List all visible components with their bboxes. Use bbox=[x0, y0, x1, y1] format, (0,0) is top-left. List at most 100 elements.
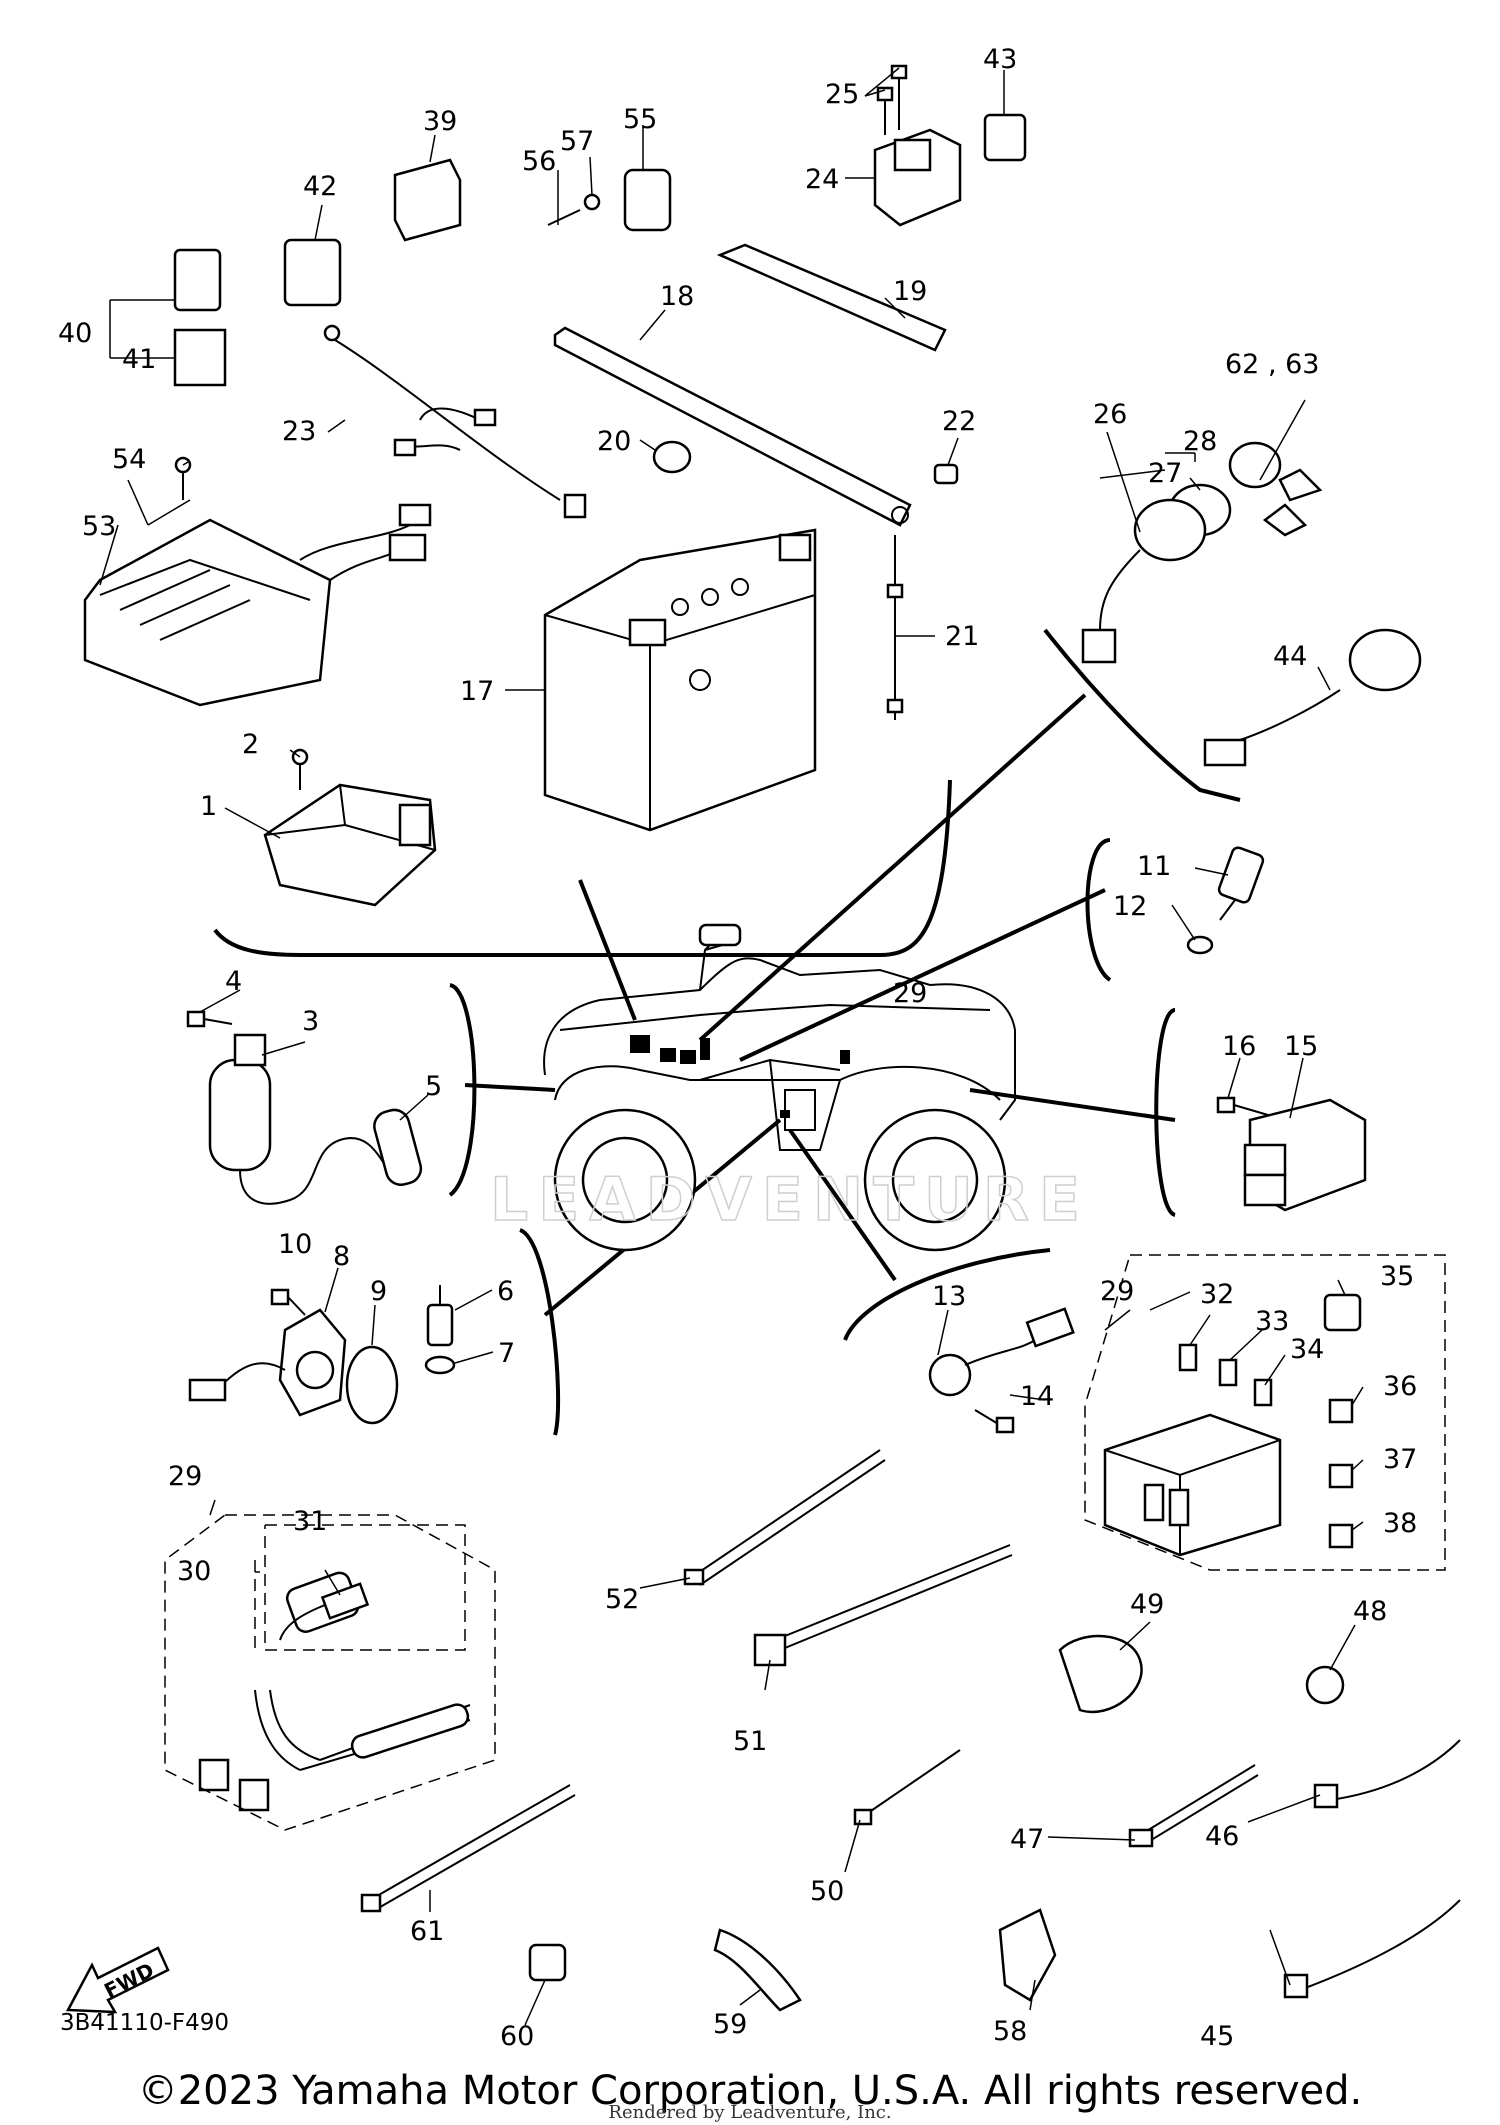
part-o-ring bbox=[345, 1345, 399, 1425]
callout-11: 11 bbox=[1137, 851, 1171, 882]
part-relay-39 bbox=[393, 158, 462, 242]
part-relay-42 bbox=[283, 238, 342, 307]
callout-31: 31 bbox=[293, 1506, 327, 1537]
leader-lines bbox=[99, 67, 1364, 2026]
part-ecu bbox=[263, 783, 437, 907]
callout-39: 39 bbox=[423, 106, 457, 137]
callout-42: 42 bbox=[303, 171, 337, 202]
part-bolt-4 bbox=[186, 1010, 233, 1028]
callout-33: 33 bbox=[1255, 1306, 1289, 1337]
callout-18: 18 bbox=[660, 281, 694, 312]
callout-40: 40 bbox=[58, 318, 92, 349]
part-bolt-14 bbox=[974, 1409, 1015, 1434]
part-fuse-35 bbox=[1323, 1293, 1362, 1332]
part-bolt-10 bbox=[270, 1288, 306, 1316]
callout-27: 27 bbox=[1148, 458, 1182, 489]
callout-50: 50 bbox=[810, 1876, 844, 1907]
callout-32: 32 bbox=[1200, 1279, 1234, 1310]
part-wire-23 bbox=[323, 324, 587, 519]
callout-44: 44 bbox=[1273, 641, 1307, 672]
part-battery-band bbox=[553, 326, 912, 527]
callout-29-fuse-kit: 29 bbox=[1100, 1276, 1134, 1307]
part-washer-57 bbox=[583, 193, 601, 211]
part-cover-40 bbox=[173, 248, 222, 312]
callout-15: 15 bbox=[1284, 1031, 1318, 1062]
part-damper-20 bbox=[652, 440, 692, 474]
callout-41: 41 bbox=[122, 344, 156, 375]
callout-20: 20 bbox=[597, 426, 631, 457]
callout-25: 25 bbox=[825, 79, 859, 110]
part-screw-2 bbox=[291, 748, 309, 790]
callout-2: 2 bbox=[242, 729, 259, 760]
callout-38: 38 bbox=[1383, 1508, 1417, 1539]
callout-17: 17 bbox=[460, 676, 494, 707]
callout-34: 34 bbox=[1290, 1334, 1324, 1365]
part-switch-11 bbox=[1217, 846, 1265, 921]
callout-43: 43 bbox=[983, 44, 1017, 75]
callout-56: 56 bbox=[522, 146, 556, 177]
fwd-arrow: FWD bbox=[65, 1946, 170, 2014]
callout-5: 5 bbox=[425, 1071, 442, 1102]
part-fuse-33 bbox=[1218, 1358, 1238, 1387]
callout-29-vehicle: 29 bbox=[893, 978, 927, 1009]
part-rod-21 bbox=[886, 535, 904, 720]
callout-13: 13 bbox=[932, 1281, 966, 1312]
callout-4: 4 bbox=[225, 966, 242, 997]
callout-8: 8 bbox=[333, 1241, 350, 1272]
callout-26: 26 bbox=[1093, 399, 1127, 430]
callout-49: 49 bbox=[1130, 1589, 1164, 1620]
atv-illustration bbox=[543, 923, 1016, 1252]
callout-61: 61 bbox=[410, 1916, 444, 1947]
callout-19: 19 bbox=[893, 276, 927, 307]
callout-53: 53 bbox=[82, 511, 116, 542]
callout-3: 3 bbox=[302, 1006, 319, 1037]
callout-28: 28 bbox=[1183, 426, 1217, 457]
diagram-code: 3B41110-F490 bbox=[60, 2010, 229, 2036]
callout-58: 58 bbox=[993, 2016, 1027, 2047]
callout-23: 23 bbox=[282, 416, 316, 447]
part-control-unit bbox=[83, 503, 432, 707]
callout-30: 30 bbox=[177, 1556, 211, 1587]
callout-9: 9 bbox=[370, 1276, 387, 1307]
callout-10: 10 bbox=[278, 1229, 312, 1260]
part-ignition-coil bbox=[208, 1033, 423, 1205]
callout-47: 47 bbox=[1010, 1824, 1044, 1855]
callout-36: 36 bbox=[1383, 1371, 1417, 1402]
part-screw-56 bbox=[547, 209, 581, 226]
region-outlines bbox=[213, 628, 1241, 1436]
callout-7: 7 bbox=[498, 1338, 515, 1369]
part-pickup-coil bbox=[188, 1308, 347, 1417]
callout-35: 35 bbox=[1380, 1261, 1414, 1292]
part-switch-55 bbox=[623, 168, 672, 232]
callout-14: 14 bbox=[1020, 1381, 1054, 1412]
part-sensor-13 bbox=[928, 1307, 1075, 1397]
part-wire-harness bbox=[198, 1571, 471, 1812]
part-socket bbox=[1203, 628, 1422, 767]
part-fuse-box bbox=[1103, 1413, 1282, 1557]
part-fuse-38 bbox=[1328, 1523, 1354, 1549]
part-cover-19 bbox=[716, 243, 947, 352]
callout-45: 45 bbox=[1200, 2021, 1234, 2052]
callout-51: 51 bbox=[733, 1726, 767, 1757]
callout-29-harness-kit: 29 bbox=[168, 1461, 202, 1492]
part-washer-7 bbox=[424, 1355, 456, 1375]
part-fuse-43 bbox=[983, 113, 1027, 162]
callout-1: 1 bbox=[200, 791, 217, 822]
part-sensor-6 bbox=[426, 1285, 454, 1347]
part-keys bbox=[1262, 468, 1323, 537]
part-washer-12 bbox=[1186, 935, 1214, 955]
part-nut-22 bbox=[933, 463, 959, 485]
callout-12: 12 bbox=[1113, 891, 1147, 922]
part-starter-relay bbox=[873, 128, 962, 227]
part-bolt-16 bbox=[1216, 1096, 1269, 1116]
copyright-notice: ©2023 Yamaha Motor Corporation, U.S.A. A… bbox=[137, 2068, 1363, 2114]
part-battery bbox=[543, 528, 817, 832]
harness-subkit-box bbox=[254, 1524, 466, 1651]
callout-21: 21 bbox=[945, 621, 979, 652]
callout-24: 24 bbox=[805, 164, 839, 195]
callout-59: 59 bbox=[713, 2009, 747, 2040]
rendered-by-credit: Rendered by Leadventure, Inc. bbox=[608, 2102, 892, 2123]
callout-22: 22 bbox=[942, 406, 976, 437]
part-fuse-37 bbox=[1328, 1463, 1354, 1489]
